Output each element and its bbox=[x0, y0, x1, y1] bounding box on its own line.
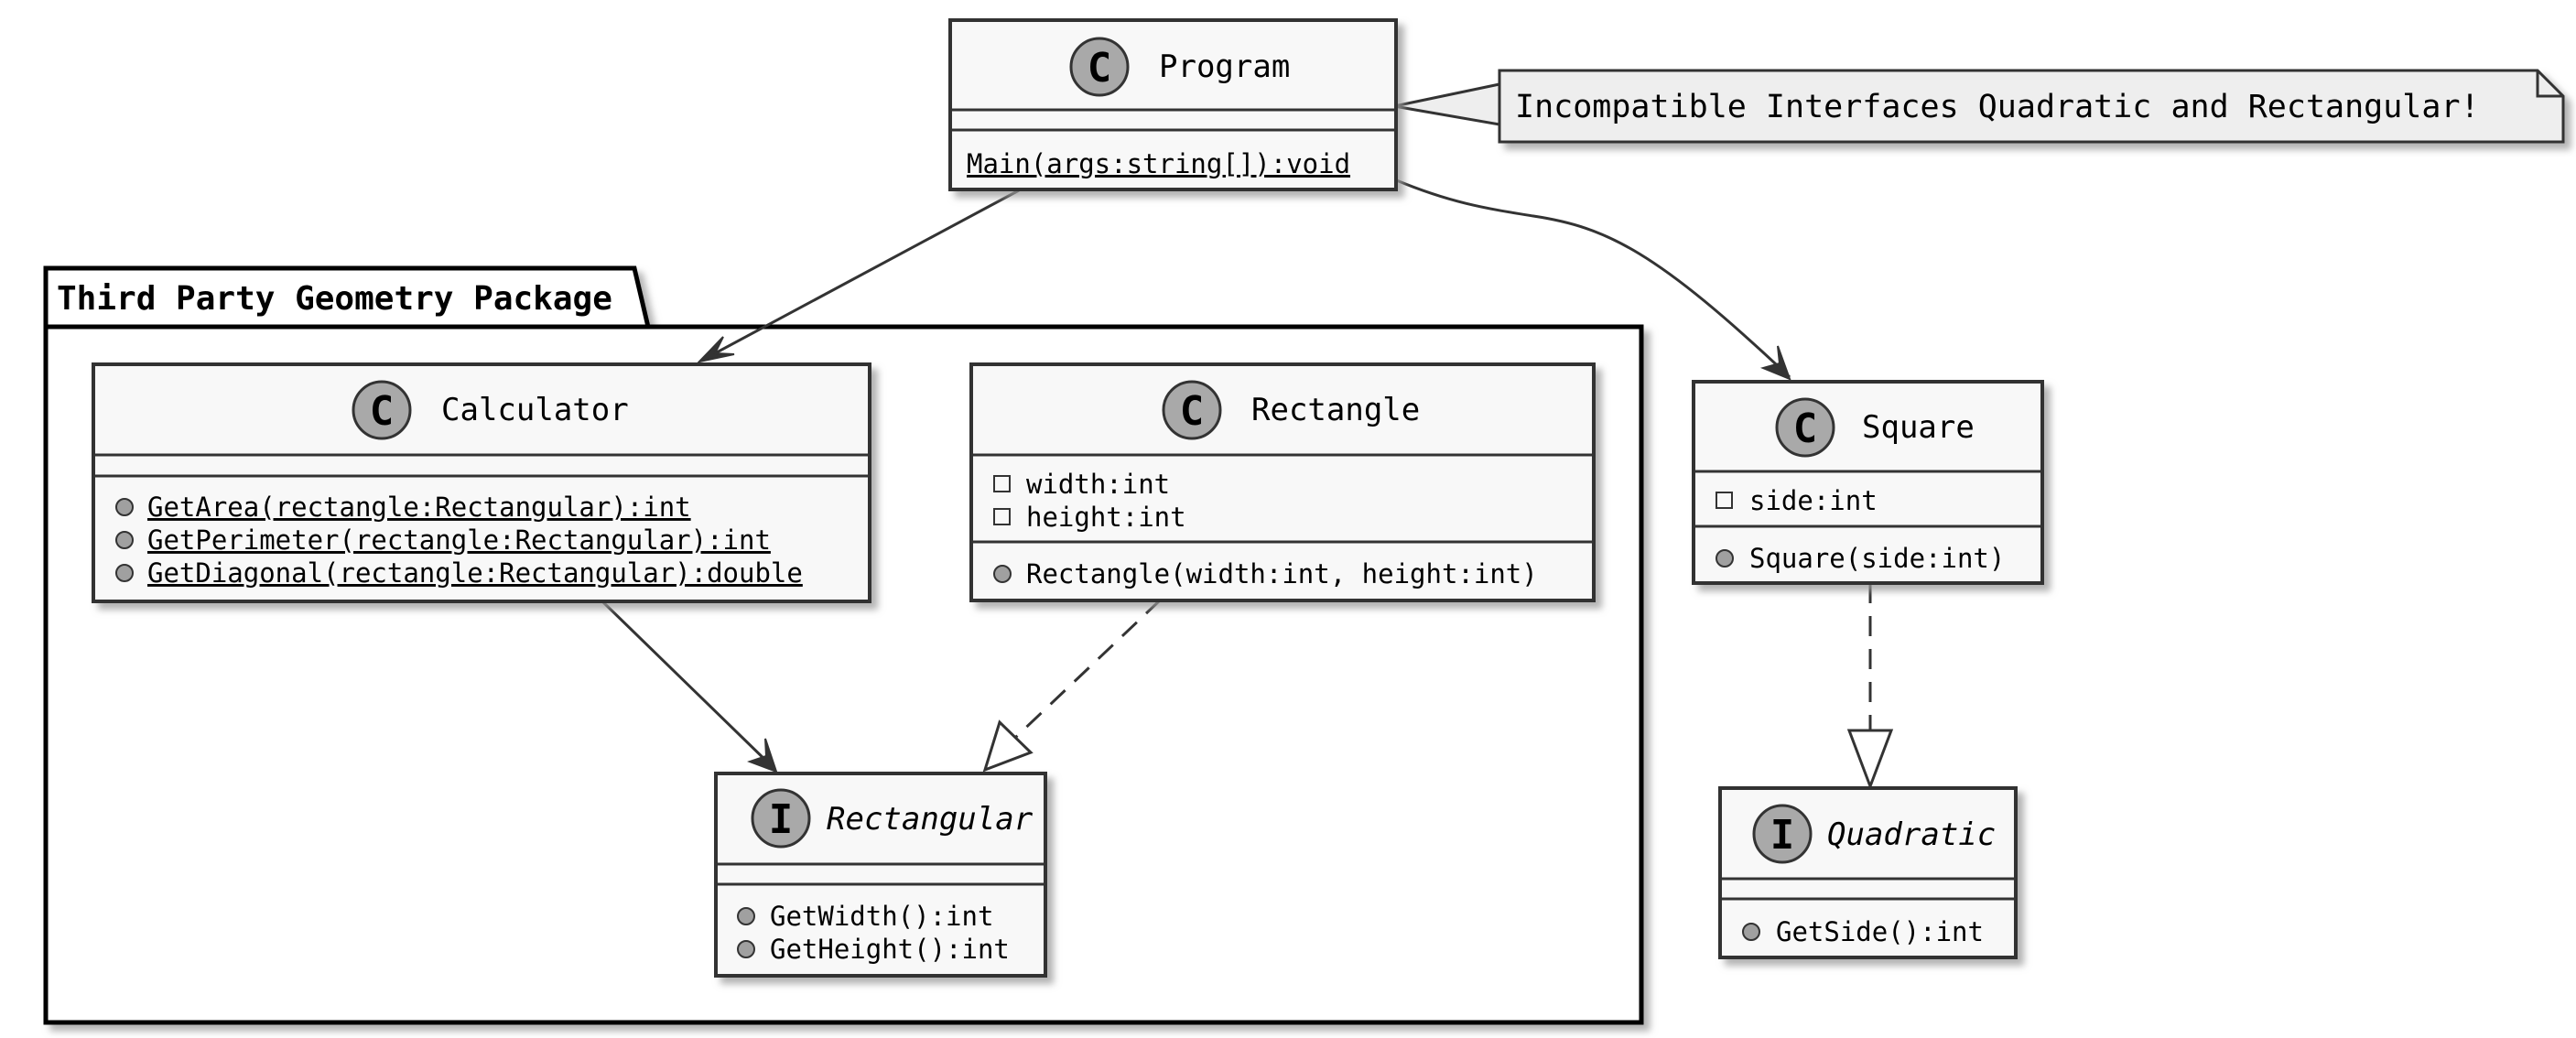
edge-program-calculator bbox=[702, 189, 1020, 362]
interface-stereotype-icon bbox=[1752, 804, 1813, 864]
package-title: Third Party Geometry Package bbox=[57, 280, 612, 318]
private-field-icon bbox=[1716, 492, 1733, 509]
method-get-perimeter: GetPerimeter(rectangle:Rectangular):int bbox=[147, 524, 771, 556]
class-name-square: Square bbox=[1862, 409, 1975, 446]
field-side: side:int bbox=[1749, 485, 1878, 516]
note: Incompatible Interfaces Quadratic and Re… bbox=[1498, 69, 2565, 144]
public-method-icon bbox=[1742, 923, 1760, 941]
class-stereotype-letter: C bbox=[370, 388, 395, 435]
class-stereotype-icon bbox=[1775, 397, 1835, 458]
arrowhead-rectangular bbox=[747, 738, 778, 773]
interface-name-quadratic: Quadratic bbox=[1827, 816, 1996, 853]
field-height: height:int bbox=[1026, 502, 1186, 533]
class-name-calculator: Calculator bbox=[441, 392, 629, 428]
edge-calculator-rectangular bbox=[601, 600, 774, 768]
class-stereotype-letter: C bbox=[1793, 405, 1818, 452]
class-name-rectangle: Rectangle bbox=[1251, 392, 1420, 428]
interface-rectangular[interactable]: I Rectangular GetWidth():int GetHeight()… bbox=[714, 772, 1047, 978]
note-text: Incompatible Interfaces Quadratic and Re… bbox=[1515, 89, 2480, 125]
class-stereotype-icon bbox=[1162, 380, 1222, 440]
public-method-icon bbox=[1716, 549, 1734, 568]
class-name-program: Program bbox=[1159, 49, 1290, 85]
method-get-diagonal: GetDiagonal(rectangle:Rectangular):doubl… bbox=[147, 557, 803, 589]
method-get-height: GetHeight():int bbox=[770, 934, 1010, 965]
class-square[interactable]: C Square side:int Square(side:int) bbox=[1692, 380, 2044, 585]
public-method-icon bbox=[737, 940, 755, 958]
method-square-ctor: Square(side:int) bbox=[1749, 543, 2005, 574]
public-method-icon bbox=[115, 564, 134, 582]
public-method-icon bbox=[115, 531, 134, 549]
arrowhead-square bbox=[1759, 345, 1791, 381]
public-method-icon bbox=[737, 907, 755, 925]
class-stereotype-icon bbox=[352, 380, 412, 440]
method-main: Main(args:string[]):void bbox=[967, 148, 1350, 179]
interface-stereotype-letter: I bbox=[769, 796, 794, 843]
field-width: width:int bbox=[1026, 469, 1170, 500]
class-stereotype-letter: C bbox=[1088, 45, 1112, 92]
note-connector bbox=[1393, 82, 1501, 126]
method-rectangle-ctor: Rectangle(width:int, height:int) bbox=[1026, 558, 1538, 589]
edge-program-square bbox=[1393, 178, 1791, 379]
realization-triangle-rectangular bbox=[982, 719, 1034, 773]
interface-stereotype-icon bbox=[751, 788, 811, 849]
class-rectangle[interactable]: C Rectangle width:int height:int Rectang… bbox=[969, 362, 1596, 602]
edge-rectangle-rectangular bbox=[1014, 598, 1163, 739]
private-field-icon bbox=[993, 475, 1011, 492]
method-get-area: GetArea(rectangle:Rectangular):int bbox=[147, 492, 691, 523]
private-field-icon bbox=[993, 508, 1011, 525]
class-program[interactable]: C Program Main(args:string[]):void bbox=[948, 18, 1398, 191]
class-stereotype-icon bbox=[1069, 37, 1130, 97]
method-get-side: GetSide():int bbox=[1776, 916, 1984, 947]
class-stereotype-letter: C bbox=[1180, 388, 1205, 435]
interface-quadratic[interactable]: I Quadratic GetSide():int bbox=[1718, 786, 2018, 959]
realization-triangle-quadratic bbox=[1846, 729, 1894, 791]
arrowhead-calculator bbox=[697, 336, 735, 363]
public-method-icon bbox=[115, 498, 134, 516]
interface-name-rectangular: Rectangular bbox=[827, 801, 1034, 838]
interface-stereotype-letter: I bbox=[1770, 812, 1795, 859]
method-get-width: GetWidth():int bbox=[770, 901, 993, 932]
class-calculator[interactable]: C Calculator GetArea(rectangle:Rectangul… bbox=[92, 362, 871, 603]
public-method-icon bbox=[993, 565, 1012, 583]
